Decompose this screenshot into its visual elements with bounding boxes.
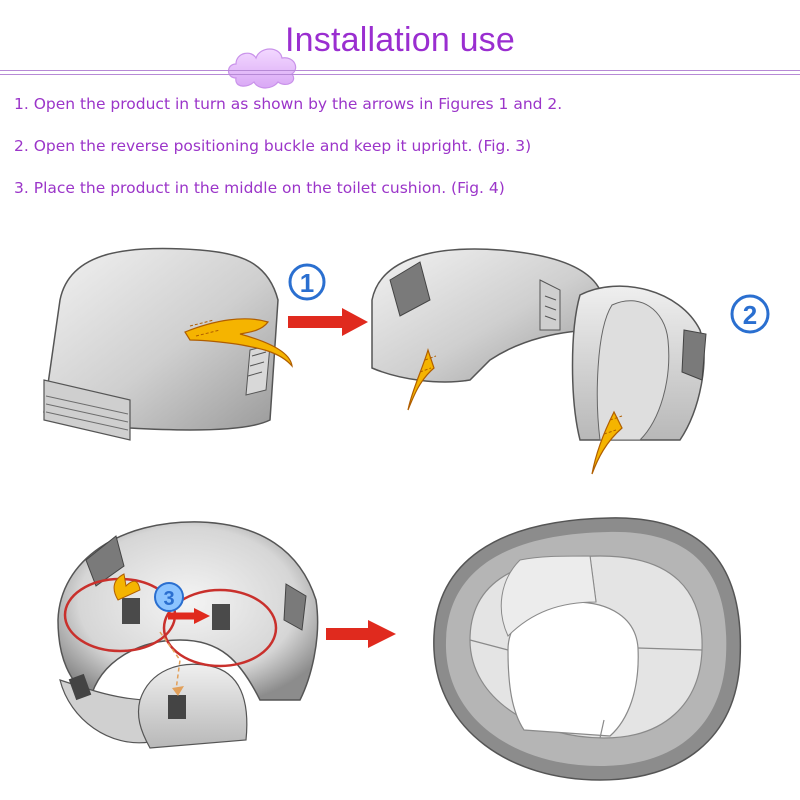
- instruction-step-2: 2. Open the reverse positioning buckle a…: [14, 137, 532, 155]
- arrow-head-buckle: [194, 608, 210, 624]
- figure-4-finished-seat: [433, 517, 742, 781]
- instruction-list: 1. Open the product in turn as shown by …: [14, 92, 794, 218]
- figure-3-badge: 3: [154, 582, 184, 612]
- figure-3-number: 3: [163, 588, 174, 610]
- header: Installation use: [0, 0, 800, 90]
- title-divider-top: [0, 70, 800, 71]
- instruction-step-1: 1. Open the product in turn as shown by …: [14, 95, 563, 113]
- page-title: Installation use: [284, 21, 515, 59]
- instruction-step-3: 3. Place the product in the middle on th…: [14, 179, 505, 197]
- title-divider-bottom: [0, 74, 800, 75]
- arrow-head-fig3-to-fig4: [368, 620, 396, 648]
- figure-1-folded-seat: [43, 247, 293, 441]
- cloud-icon: [227, 48, 297, 89]
- figure-2-badge: 2: [730, 294, 770, 334]
- figure-3-unfolded-seat: [57, 521, 319, 749]
- figure-2-opening-seat: [371, 248, 707, 475]
- figure-1-badge: 1: [288, 263, 326, 301]
- figure-1-number: 1: [300, 268, 314, 298]
- arrow-head-fig1-to-fig2: [342, 308, 368, 336]
- figure-2-number: 2: [743, 300, 757, 330]
